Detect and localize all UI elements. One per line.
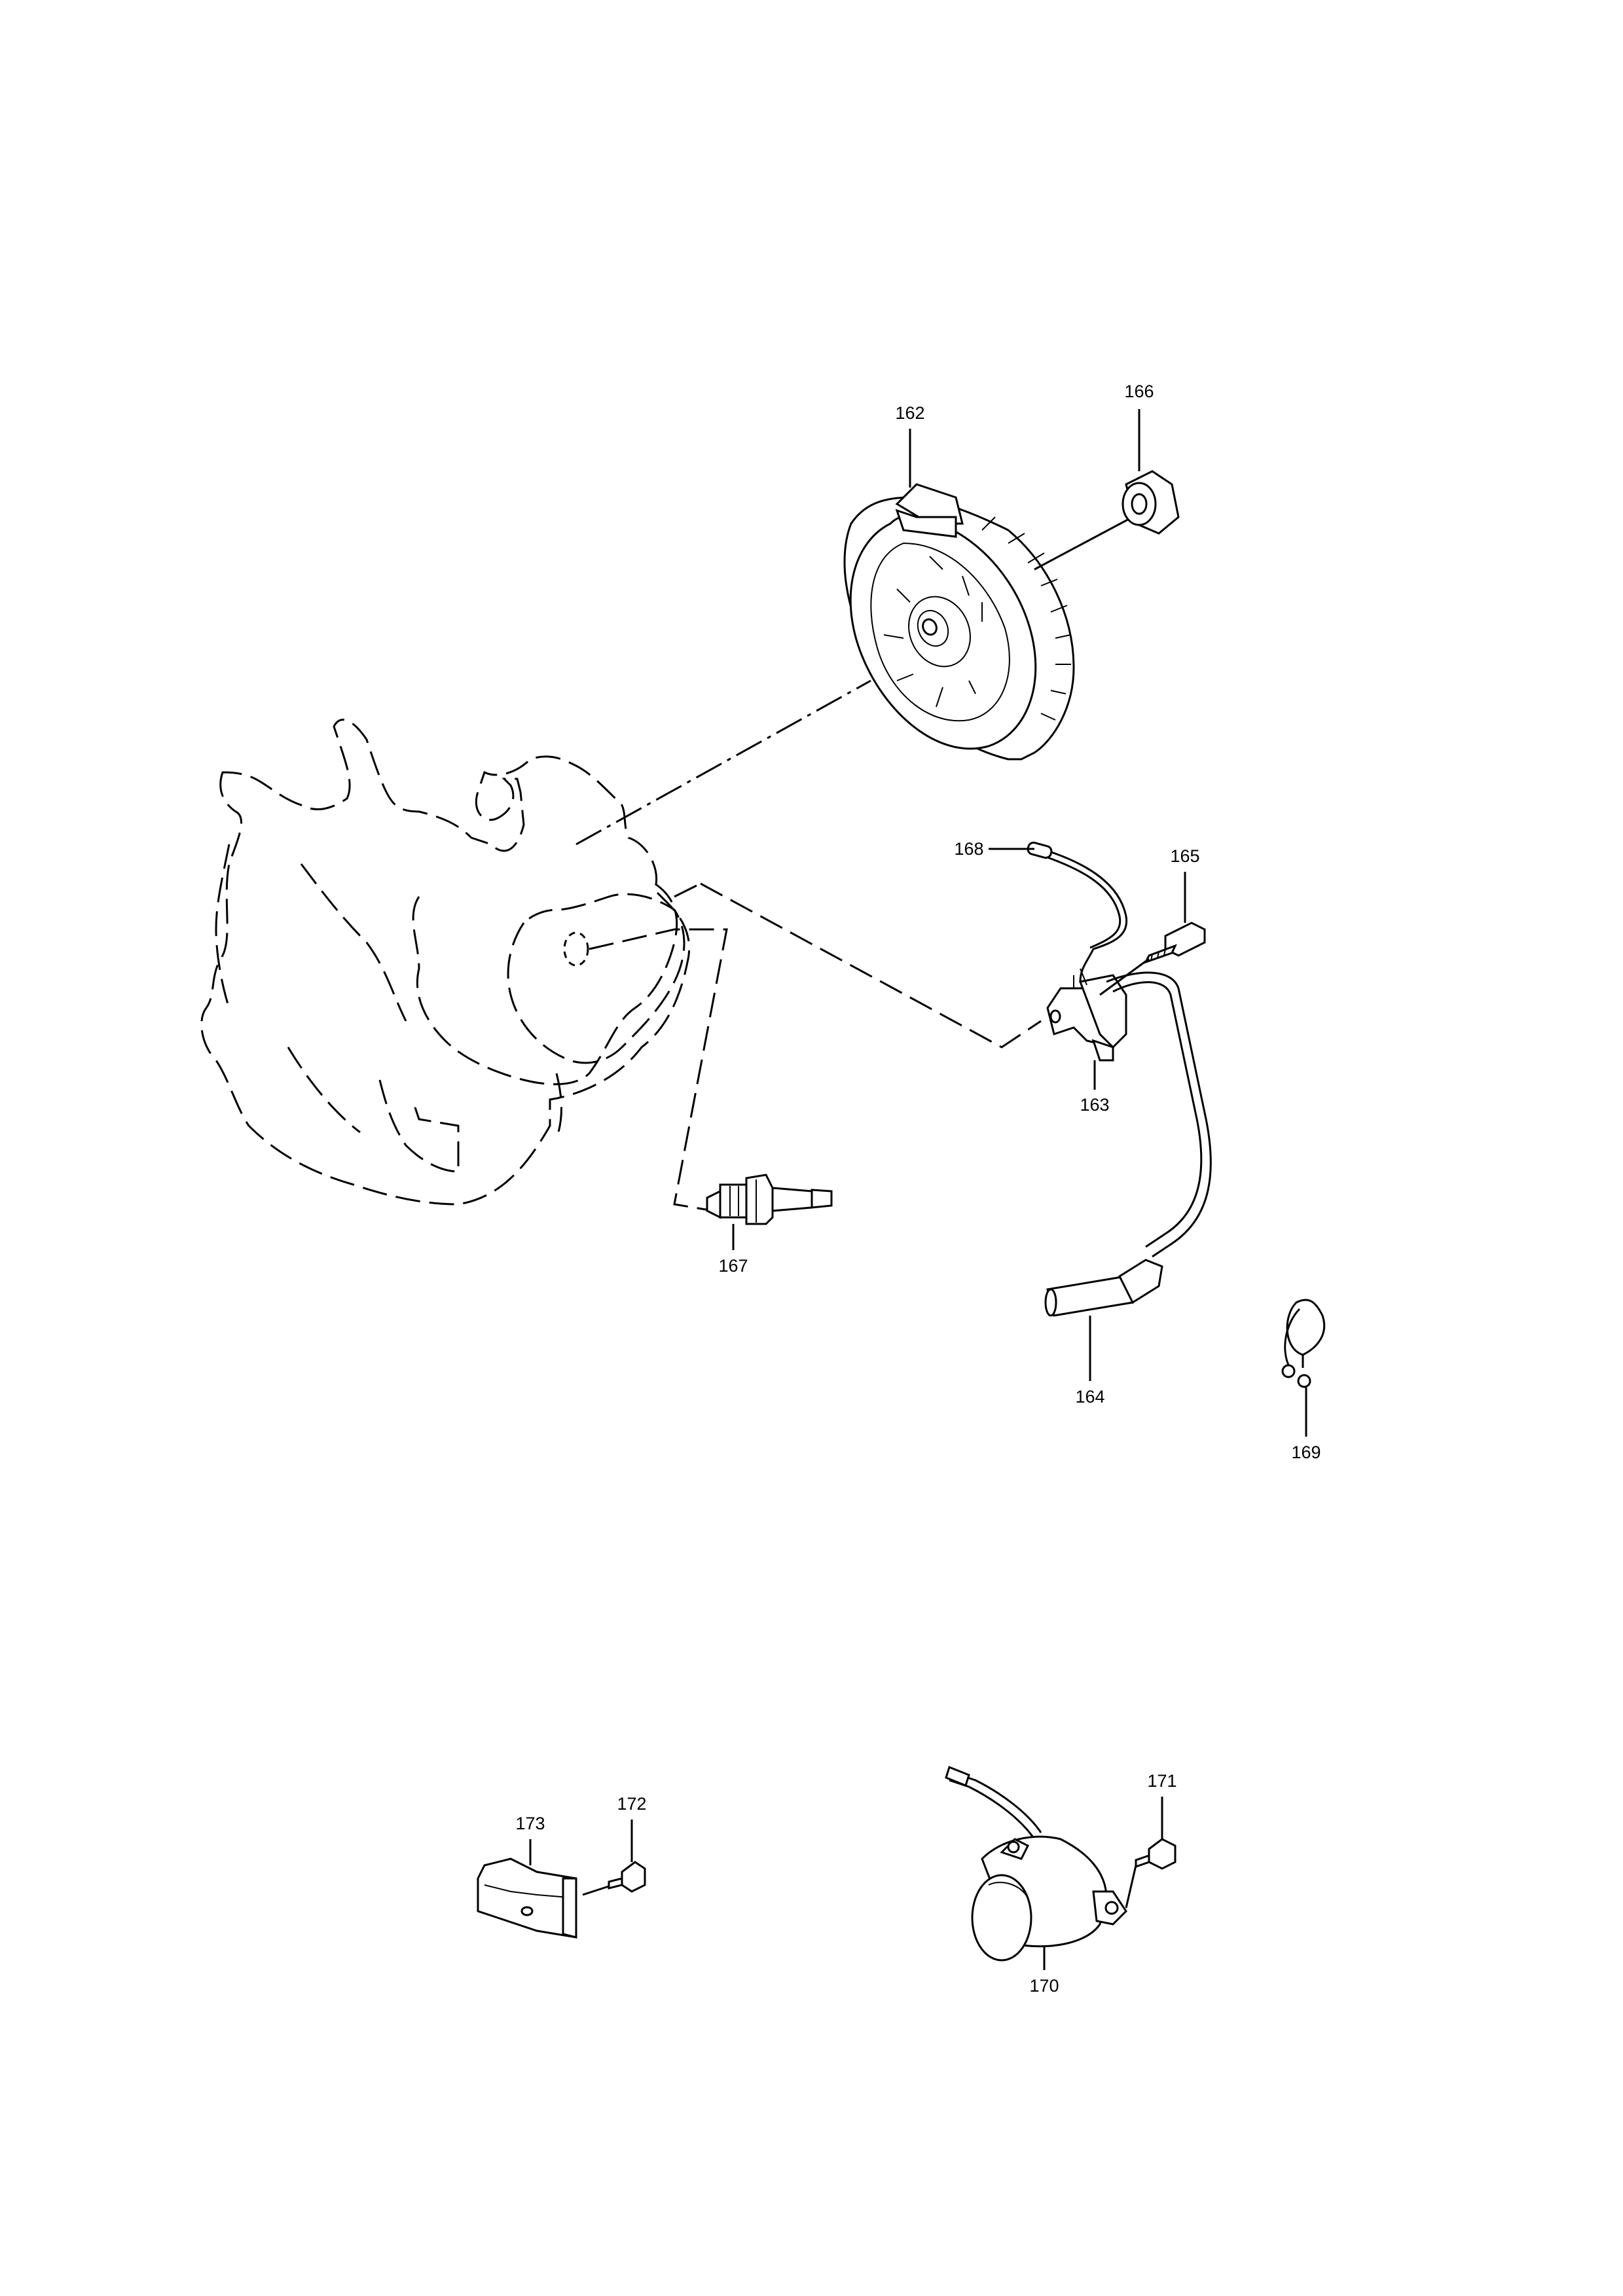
ignition-coil-part-163[interactable] [1046, 968, 1127, 1062]
bolt-part-171[interactable] [1125, 1838, 1176, 1909]
engine-block-outline [200, 719, 691, 1206]
callout-167: 167 [718, 1256, 748, 1276]
solenoid-part-170[interactable] [945, 1766, 1127, 1962]
callout-166: 166 [1124, 382, 1154, 401]
callout-169: 169 [1291, 1443, 1321, 1462]
bolt-part-165[interactable] [1099, 922, 1206, 996]
bracket-part-173[interactable] [477, 1857, 577, 1939]
callout-leaders [529, 409, 1307, 1970]
callout-170: 170 [1029, 1976, 1059, 1996]
callout-163: 163 [1080, 1095, 1109, 1115]
plug-cap-part-164[interactable] [1044, 1259, 1163, 1317]
callout-labels: 162 166 168 165 163 167 164 169 173 172 … [515, 382, 1321, 1996]
ground-wire-part-168[interactable] [1027, 841, 1128, 982]
callout-172: 172 [617, 1794, 646, 1814]
phantom-lines [575, 679, 1042, 1212]
callout-168: 168 [954, 839, 983, 859]
hightension-lead[interactable] [1106, 971, 1212, 1258]
bolt-part-172[interactable] [582, 1861, 646, 1896]
callout-164: 164 [1075, 1387, 1104, 1407]
spark-plug-part-167[interactable] [706, 1174, 833, 1225]
clip-part-169[interactable] [1281, 1299, 1326, 1388]
callout-171: 171 [1147, 1771, 1176, 1791]
callout-162: 162 [895, 403, 924, 423]
nut-part-166[interactable] [1122, 470, 1180, 535]
callout-173: 173 [515, 1814, 545, 1833]
callout-165: 165 [1170, 846, 1199, 866]
flywheel-part-162[interactable] [843, 483, 1133, 761]
